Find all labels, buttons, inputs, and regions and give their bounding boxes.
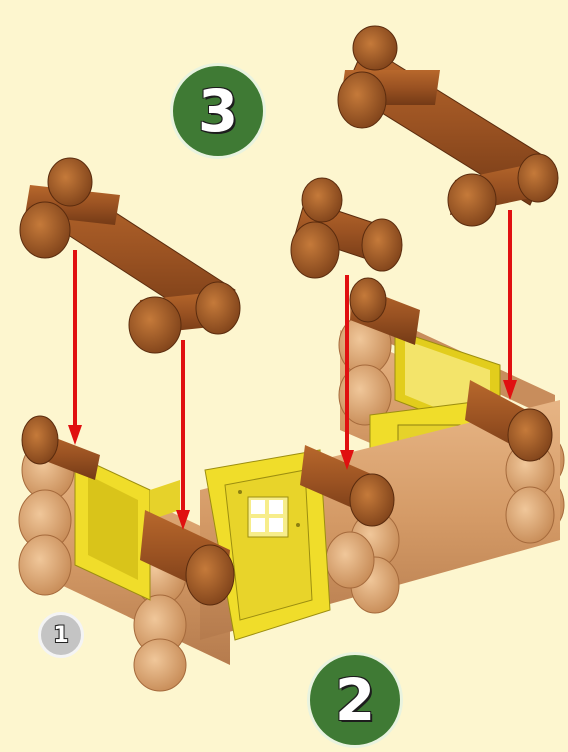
step-number-badge: 2 [307,652,403,748]
top-log-right [338,26,558,226]
step-number-badge: 1 [38,612,84,658]
step-number-badge: 3 [170,63,266,159]
top-log-middle [291,178,402,278]
top-log-left [20,158,240,353]
